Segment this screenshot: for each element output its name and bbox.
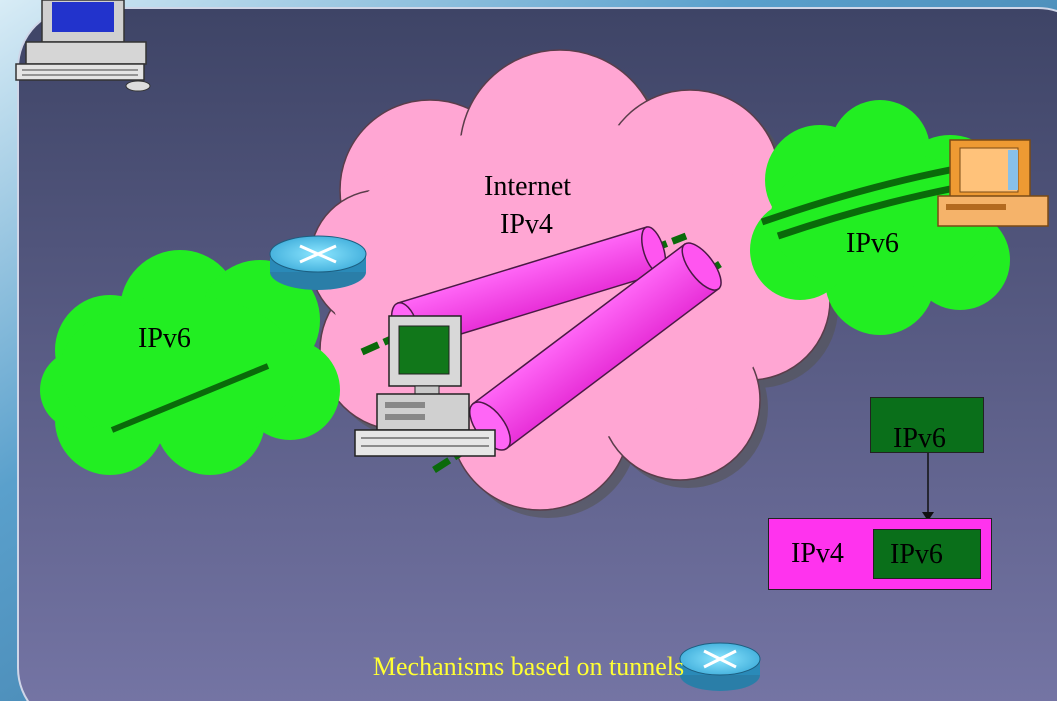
ipv6-packet-label: IPv6 bbox=[893, 423, 946, 454]
arrow-head bbox=[922, 512, 934, 521]
encapsulated-ipv6-label: IPv6 bbox=[890, 539, 943, 570]
desktop-computer-icon bbox=[15, 0, 151, 92]
ipv6-left-label: IPv6 bbox=[138, 323, 191, 354]
ipv4-packet: IPv4 IPv6 bbox=[768, 518, 992, 590]
internet-ipv4-label: IPv4 bbox=[500, 209, 553, 240]
workstation-icon bbox=[354, 315, 496, 457]
pc-icon bbox=[937, 139, 1049, 227]
ipv6-right-label: IPv6 bbox=[846, 228, 899, 259]
ipv4-packet-label: IPv4 bbox=[791, 538, 844, 569]
slide-caption: Mechanisms based on tunnels bbox=[372, 652, 685, 681]
ipv6-link-left bbox=[110, 363, 270, 433]
router-icon-bottom bbox=[679, 642, 761, 691]
tunnel-lower bbox=[469, 242, 722, 451]
ipv6-packet: IPv6 bbox=[870, 397, 984, 454]
encapsulated-ipv6-packet: IPv6 bbox=[873, 529, 981, 579]
ipv6-links-right bbox=[760, 166, 956, 240]
internet-label: Internet bbox=[484, 171, 572, 202]
ipv6-cloud-left bbox=[40, 250, 340, 475]
router-icon bbox=[269, 235, 367, 290]
